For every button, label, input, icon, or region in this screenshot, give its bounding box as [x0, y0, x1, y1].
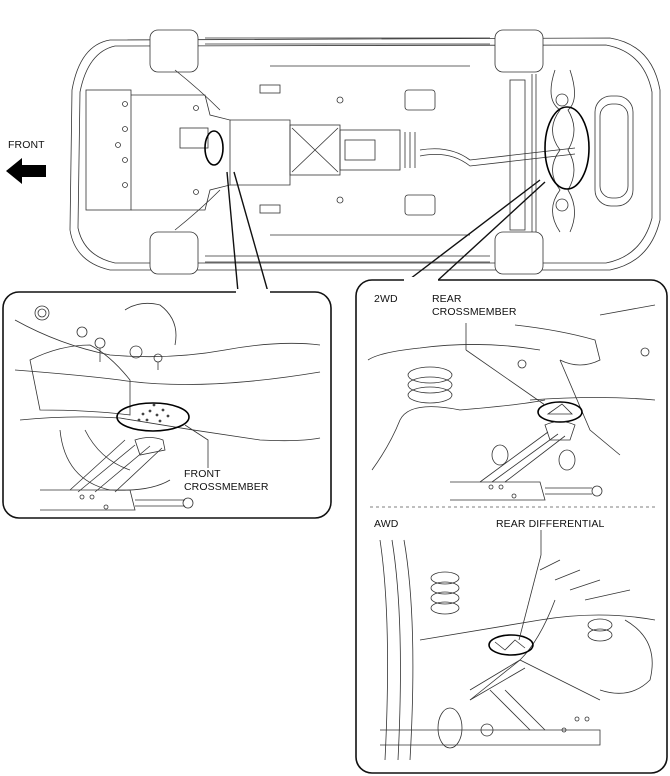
- arrow-left-icon: [6, 158, 46, 184]
- front-direction-label: FRONT: [8, 139, 45, 151]
- front-crossmember-label-line2: CROSSMEMBER: [184, 481, 269, 493]
- rear-callout-leader: [405, 179, 546, 283]
- front-callout-leader: [226, 171, 269, 293]
- rear-crossmember-label-line1: REAR: [432, 293, 462, 305]
- variant-awd-label: AWD: [374, 518, 399, 530]
- front-crossmember-label-line1: FRONT: [184, 468, 221, 480]
- rear-crossmember-label-line2: CROSSMEMBER: [432, 306, 517, 318]
- front-jack-point-marker: [204, 130, 224, 166]
- front-detail-panel: [2, 289, 332, 519]
- rear-differential-label: REAR DIFFERENTIAL: [496, 518, 605, 530]
- variant-2wd-label: 2WD: [374, 293, 398, 305]
- rear-detail-panel: [355, 277, 668, 774]
- rear-jack-point-marker: [544, 106, 590, 190]
- vehicle-underbody: [69, 29, 661, 275]
